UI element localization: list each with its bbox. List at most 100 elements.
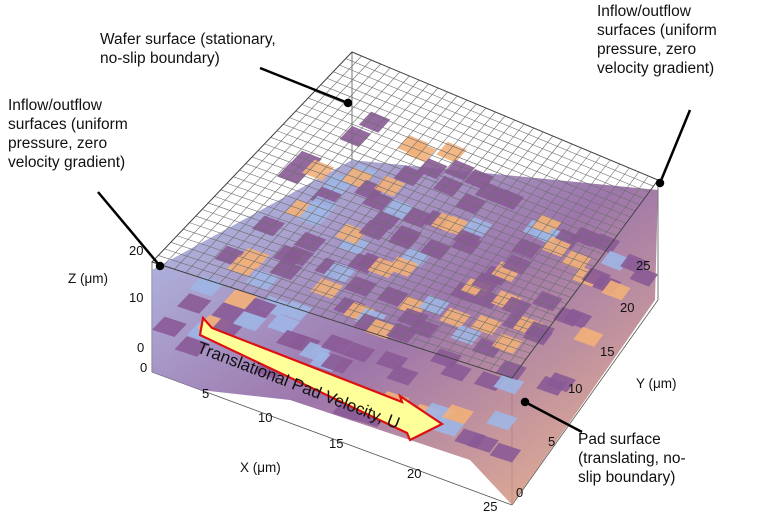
y-tick: 15: [600, 344, 614, 359]
mesh-line: [314, 91, 631, 218]
pad-asperity: [450, 325, 482, 345]
mesh-line: [270, 137, 599, 261]
pad-asperity: [386, 365, 419, 386]
inflow-outflow-right-callout: Inflow/outflow surfaces (uniform pressur…: [597, 3, 717, 77]
mesh-line: [339, 64, 649, 193]
velocity-arrow-shape: [198, 315, 445, 442]
pad-asperity: [405, 141, 437, 163]
leader-wafer: [259, 66, 349, 105]
pad-asperity: [561, 250, 592, 271]
pad-asperity: [174, 336, 210, 357]
y-tick: 20: [620, 300, 634, 315]
pad-asperity: [419, 239, 451, 260]
y-tick: 25: [636, 258, 650, 273]
mesh-line: [333, 71, 645, 199]
x-tick: 5: [202, 386, 209, 401]
mesh-line: [478, 167, 630, 368]
pad-asperity: [245, 269, 279, 290]
pad-asperity: [393, 165, 425, 187]
mesh-line: [308, 97, 627, 224]
pad-asperity: [501, 296, 532, 317]
pad-asperity: [323, 261, 357, 283]
pad-asperity: [267, 314, 301, 335]
mesh-line: [251, 156, 586, 280]
mesh-line: [489, 171, 640, 371]
pad-asperity: [474, 181, 505, 203]
pad-asperity: [524, 321, 555, 342]
pad-asperity: [243, 297, 277, 319]
pad-asperity: [373, 175, 406, 197]
pad-asperity: [367, 257, 400, 278]
mesh-line: [276, 130, 604, 255]
x-axis-label: X (μm): [240, 460, 281, 475]
mesh-line: [500, 175, 649, 375]
pad-asperity: [152, 316, 187, 337]
pad-asperity: [211, 302, 246, 323]
pad-asperity: [293, 231, 327, 253]
pad-asperity: [339, 125, 372, 147]
mesh-line: [433, 151, 592, 353]
pad-asperity: [573, 326, 604, 347]
pad-asperity: [444, 159, 475, 181]
mesh-line: [365, 127, 534, 332]
pad-asperity: [433, 175, 464, 197]
pad-asperity: [467, 433, 499, 453]
wafer-surface-callout: Wafer surface (stationary, no-slip bound…: [100, 31, 276, 67]
x-tick: 0: [140, 360, 147, 375]
x-tick: 15: [329, 436, 343, 451]
x-tick: 20: [407, 466, 421, 481]
pad-asperity: [562, 308, 593, 329]
pad-asperity: [440, 361, 472, 382]
pad-asperity: [545, 372, 576, 393]
pad-asperity: [629, 266, 658, 287]
pad-asperity: [281, 245, 315, 267]
mesh-line: [421, 147, 582, 350]
mesh-line: [455, 159, 611, 361]
pad-asperity: [386, 256, 419, 277]
leader-inflow-left: [97, 191, 161, 267]
mesh-line: [410, 143, 573, 346]
pad-asperity: [532, 291, 563, 312]
pad-asperity: [375, 350, 409, 371]
mesh-line: [295, 110, 618, 236]
inflow-outflow-left-callout: Inflow/outflow surfaces (uniform pressur…: [8, 97, 128, 171]
pad-asperity: [177, 293, 212, 314]
mesh-line: [354, 123, 525, 328]
mesh-line: [301, 104, 622, 230]
pad-asperity: [223, 289, 258, 310]
mesh-line: [376, 131, 544, 335]
pad-asperity: [235, 247, 270, 269]
pad-asperity: [486, 410, 518, 431]
leader-inflow-right: [658, 109, 692, 184]
leader-lines: [97, 66, 692, 434]
mesh-line: [326, 77, 640, 206]
x-tick: 25: [483, 499, 497, 514]
z-tick: 10: [129, 290, 143, 305]
mesh-line: [343, 119, 515, 324]
pad-asperity: [591, 233, 621, 254]
pad-asperity: [491, 333, 523, 354]
pad-asperity: [320, 353, 354, 374]
pad-surface-callout: Pad surface (translating, no- slip bound…: [578, 431, 686, 486]
mesh-line: [345, 58, 654, 187]
pad-asperity: [320, 334, 354, 355]
z-axis-label: Z (μm): [68, 271, 108, 286]
pad-asperity: [189, 275, 224, 297]
mesh-line: [444, 155, 601, 357]
mesh-line: [388, 135, 554, 339]
axis-labels: Z (μm) X (μm) Y (μm): [68, 271, 677, 475]
mesh-line: [399, 139, 563, 342]
mesh-line: [466, 163, 620, 364]
x-tick: 10: [258, 410, 272, 425]
mesh-line: [289, 117, 613, 243]
y-tick: 5: [548, 434, 555, 449]
z-tick: 0: [137, 340, 144, 355]
mesh-line: [258, 150, 590, 274]
pad-asperity: [601, 280, 631, 301]
y-axis-label: Y (μm): [636, 376, 677, 391]
mesh-line: [320, 84, 636, 212]
leader-pad: [524, 400, 583, 434]
pad-asperity: [489, 442, 522, 463]
y-tick: 0: [516, 485, 523, 500]
mesh-line: [283, 123, 608, 249]
